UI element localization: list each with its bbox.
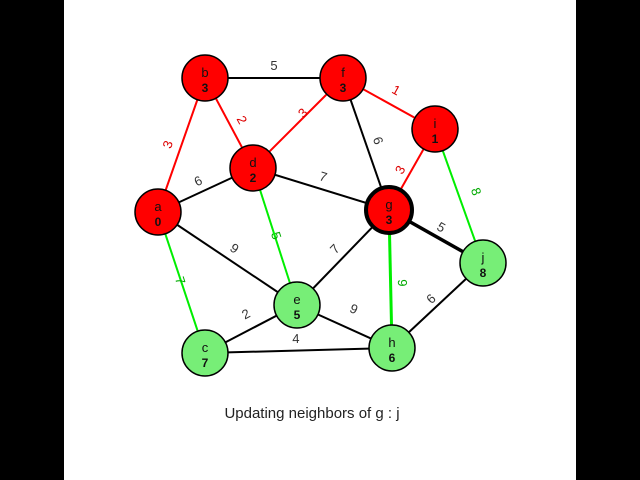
node-circle-j (459, 239, 507, 287)
graph-node-b[interactable]: b3 (181, 54, 229, 102)
graph-edge-c-h (204, 347, 393, 354)
node-circle-e (273, 281, 321, 329)
node-circle-i (411, 105, 459, 153)
edge-weight-g-h: 9 (395, 279, 410, 287)
edge-weight-a-b: 3 (159, 139, 176, 151)
edge-weight-g-j: 5 (434, 219, 448, 236)
edge-weight-b-d: 2 (234, 113, 251, 126)
edge-weight-i-j: 8 (468, 186, 485, 198)
edge-weight-a-d: 6 (192, 173, 205, 190)
graph-edge-d-e (252, 167, 298, 306)
graph-edge-a-e (157, 211, 298, 306)
node-circle-f (319, 54, 367, 102)
node-circle-d (229, 144, 277, 192)
status-caption: Updating neighbors of g : j (224, 405, 399, 422)
edge-weight-d-g: 7 (318, 168, 329, 184)
node-circle-h (368, 324, 416, 372)
graph-edge-a-c (157, 211, 206, 354)
graph-node-c[interactable]: c7 (181, 329, 229, 377)
graph-node-f[interactable]: f3 (319, 54, 367, 102)
graph-node-e[interactable]: e5 (273, 281, 321, 329)
edge-weight-g-e: 7 (327, 241, 343, 257)
edge-weight-i-g: 3 (392, 163, 409, 177)
graph-node-h[interactable]: h6 (368, 324, 416, 372)
edge-weight-h-j: 6 (423, 291, 439, 307)
edge-weight-f-g: 6 (370, 135, 387, 147)
node-circle-b (181, 54, 229, 102)
node-circle-c (181, 329, 229, 377)
graph-node-g[interactable]: g3 (364, 185, 414, 235)
edge-weight-c-h: 4 (292, 331, 300, 346)
graph-node-j[interactable]: j8 (459, 239, 507, 287)
edge-weight-c-e: 2 (239, 306, 252, 323)
edge-weight-e-h: 9 (347, 301, 360, 318)
graph-node-d[interactable]: d2 (229, 144, 277, 192)
graph-node-i[interactable]: i1 (411, 105, 459, 153)
edge-weight-f-i: 1 (389, 82, 403, 99)
edge-weight-a-e: 9 (227, 240, 241, 256)
graph-node-a[interactable]: a0 (134, 188, 182, 236)
node-circle-g (364, 185, 414, 235)
edge-weight-b-f: 5 (270, 58, 277, 73)
node-layer: a0 b3 c7 d2 e5 f3 g3 h6 i1 j8 (134, 54, 507, 377)
node-circle-a (134, 188, 182, 236)
